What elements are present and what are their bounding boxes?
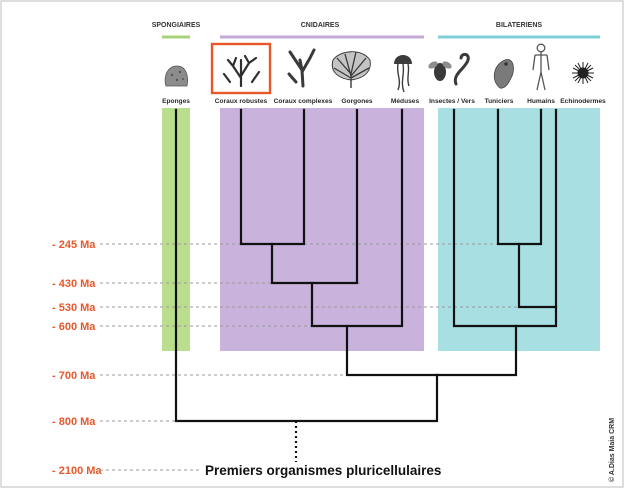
branching-coral-icon	[222, 54, 261, 88]
taxon-label-echinodermes: Echinodermes	[560, 98, 606, 105]
taxon-label-insectes-vers: Insectes / Vers	[429, 98, 475, 105]
taxon-label-meduses: Méduses	[391, 98, 420, 105]
time-label-430: - 430 Ma	[52, 278, 96, 290]
jellyfish-icon	[394, 55, 412, 93]
tunicate-icon	[493, 59, 514, 89]
cnidaires-band	[220, 108, 424, 351]
branch-metazoa	[174, 108, 439, 423]
taxon-label-eponges: Eponges	[162, 98, 190, 105]
sea-fan-icon	[331, 51, 371, 88]
taxon-label-coraux-robustes: Coraux robustes	[215, 98, 268, 105]
time-label-245: - 245 Ma	[52, 239, 96, 251]
time-label-700: - 700 Ma	[52, 370, 96, 382]
sponge-icon	[164, 65, 188, 87]
sea-urchin-icon	[572, 62, 594, 84]
group-title-bilateriens: BILATERIENS	[496, 22, 542, 29]
group-title-cnidaires: CNIDAIRES	[301, 22, 340, 29]
branch-corals-gorgones	[270, 108, 359, 285]
group-title-spongiaires: SPONGIAIRES	[152, 22, 201, 29]
root-label: Premiers organismes pluricellulaires	[205, 463, 441, 478]
time-label-600: - 600 Ma	[52, 321, 96, 333]
taxon-label-humains: Humains	[527, 98, 555, 105]
image-credit: © A.Dias Maia CRM	[608, 418, 616, 482]
branch-cnidaria-bilateria	[345, 324, 518, 377]
time-label-530: - 530 Ma	[52, 302, 96, 314]
taxon-label-gorgones: Gorgones	[341, 98, 372, 105]
branch-anthozoa-meduses	[310, 108, 404, 328]
fly-and-worm-icon	[428, 52, 470, 86]
taxon-label-tuniciers: Tuniciers	[485, 98, 514, 105]
branch-bilateria	[452, 108, 558, 328]
tree-branches	[174, 108, 558, 423]
time-label-800: - 800 Ma	[52, 416, 96, 428]
antler-coral-icon	[287, 48, 316, 88]
time-label-2100: - 2100 Ma	[52, 465, 102, 477]
human-icon	[532, 43, 550, 91]
highlight-box-coraux-robustes	[210, 42, 272, 95]
taxon-label-coraux-complexes: Coraux complexes	[274, 98, 333, 105]
branch-deuterostomes	[517, 108, 558, 309]
bilateriens-band	[438, 108, 600, 351]
